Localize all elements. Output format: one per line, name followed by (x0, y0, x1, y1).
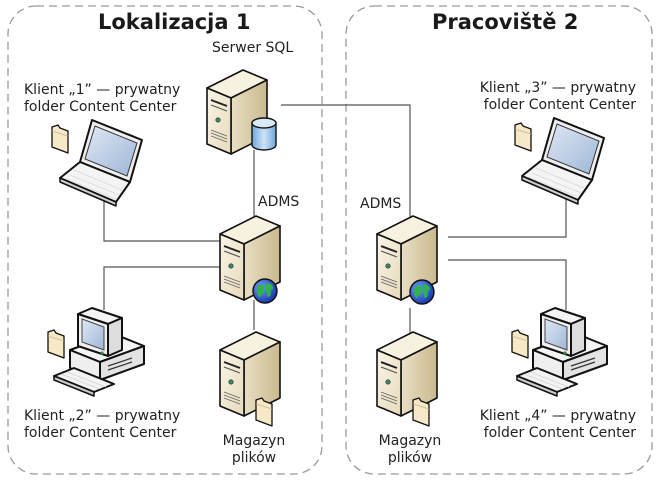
file-store-label-1-line2: plików (231, 450, 277, 466)
folder-icon (47, 329, 65, 359)
client-3-label-line1: Klient „3” — prywatny (479, 80, 636, 96)
client-4-label-line2: folder Content Center (483, 425, 636, 441)
folder-icon (514, 122, 532, 152)
file-store-label-2: Magazyn plików (374, 433, 446, 467)
adms-server-node-1[interactable] (219, 215, 281, 304)
file-store-node-2[interactable] (376, 331, 438, 427)
database-icon (251, 117, 277, 151)
client-1-label-line2: folder Content Center (24, 99, 177, 115)
client-2-node[interactable] (47, 307, 145, 397)
file-store-node-1[interactable] (219, 331, 281, 427)
client-3-label-line2: folder Content Center (483, 97, 636, 113)
site-boundary-1 (7, 5, 323, 475)
client-3-node[interactable] (514, 117, 605, 205)
folder-icon (511, 329, 529, 359)
desktop-computer-icon (53, 307, 145, 397)
desktop-computer-icon (516, 307, 608, 397)
adms-label-1: ADMS (258, 194, 300, 210)
file-store-label-1-line1: Magazyn (222, 433, 286, 449)
link-adms1-client1 (103, 185, 222, 242)
client-4-label: Klient „4” — prywatny folder Content Cen… (450, 408, 636, 442)
globe-icon (252, 278, 278, 304)
file-store-label-2-line2: plików (387, 450, 433, 466)
client-4-node[interactable] (511, 307, 608, 397)
client-2-label-line1: Klient „2” — prywatny (24, 408, 181, 424)
sql-server-node[interactable] (206, 69, 277, 155)
client-2-label: Klient „2” — prywatny folder Content Cen… (24, 408, 180, 442)
laptop-icon (59, 119, 143, 207)
site-boundary-2 (345, 5, 653, 475)
client-2-label-line2: folder Content Center (24, 425, 177, 441)
link-adms2-client4 (448, 259, 567, 310)
folder-icon (51, 124, 69, 154)
client-4-label-line1: Klient „4” — prywatny (479, 408, 636, 424)
sql-server-label: Serwer SQL (212, 40, 294, 56)
client-1-label-line1: Klient „1” — prywatny (24, 82, 181, 98)
client-1-node[interactable] (51, 119, 143, 207)
adms-server-node-2[interactable] (376, 215, 438, 305)
site-title-1: Lokalizacja 1 (98, 10, 251, 34)
site-title-2: Pracoviště 2 (432, 10, 579, 34)
laptop-icon (521, 117, 605, 205)
file-store-label-1: Magazyn plików (218, 433, 290, 467)
adms-label-2: ADMS (360, 196, 402, 212)
client-1-label: Klient „1” — prywatny folder Content Cen… (24, 82, 180, 116)
connectors (103, 104, 567, 336)
client-3-label: Klient „3” — prywatny folder Content Cen… (450, 80, 636, 114)
link-adms1-client2 (103, 266, 222, 310)
link-adms2-client3 (448, 190, 567, 238)
link-sql-adms2 (281, 104, 411, 232)
globe-icon (409, 279, 435, 305)
file-store-label-2-line1: Magazyn (378, 433, 442, 449)
